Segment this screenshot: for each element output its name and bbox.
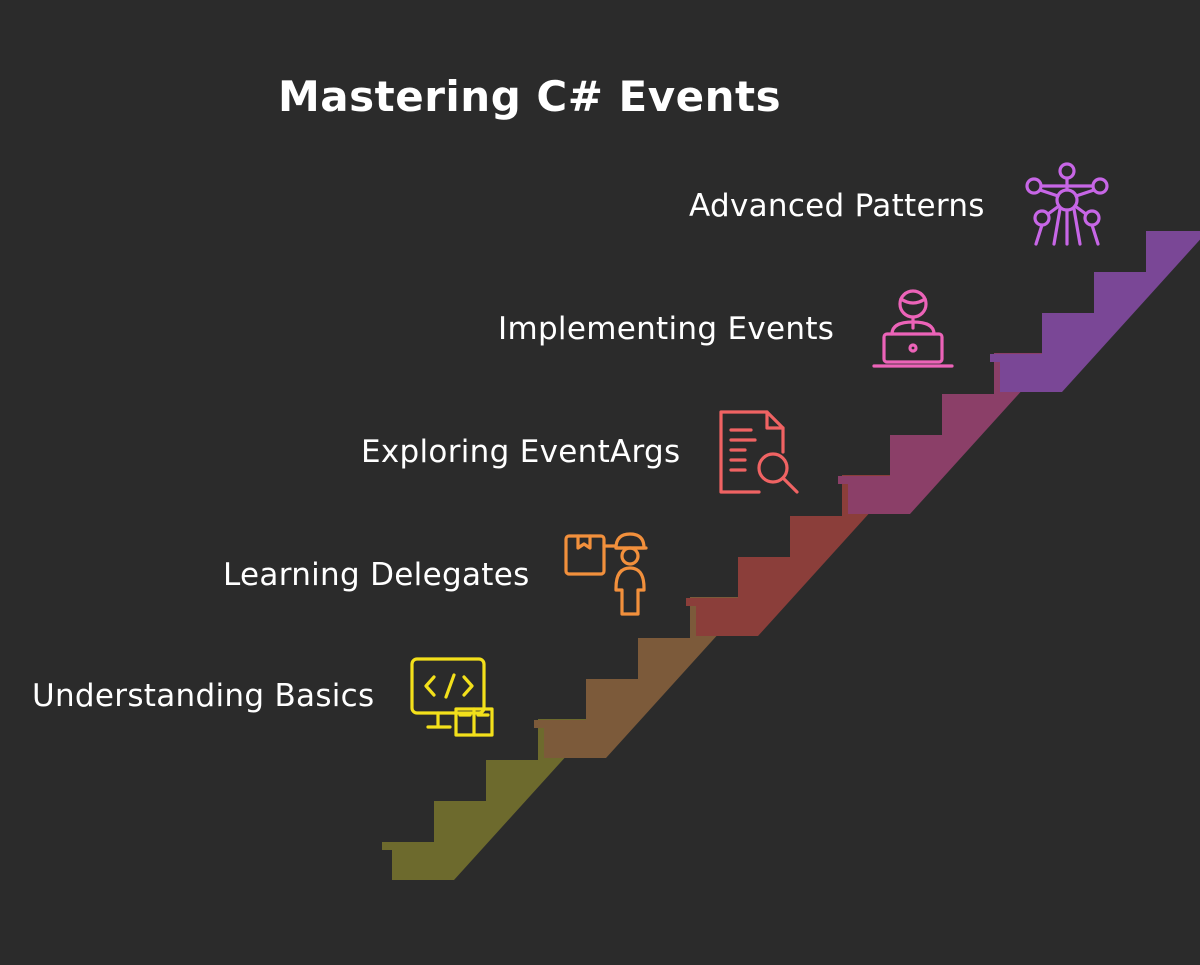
delivery-person-icon [562, 532, 652, 620]
step-label-exploring-eventargs: Exploring EventArgs [361, 434, 681, 470]
network-hub-icon [1024, 162, 1110, 250]
step-label-advanced-patterns: Advanced Patterns [689, 188, 985, 224]
step-label-understanding-basics: Understanding Basics [32, 678, 375, 714]
code-monitor-book-icon [408, 655, 496, 739]
document-search-icon [715, 408, 803, 498]
stair-section-1 [382, 719, 598, 880]
stair-section-3 [686, 475, 902, 636]
step-label-implementing-events: Implementing Events [498, 311, 835, 347]
stair-section-2 [534, 597, 750, 758]
stair-section-5 [990, 231, 1200, 392]
person-laptop-icon [870, 288, 956, 370]
stair-section-4 [838, 353, 1054, 514]
diagram-title: Mastering C# Events [278, 72, 782, 121]
step-label-learning-delegates: Learning Delegates [223, 557, 530, 593]
